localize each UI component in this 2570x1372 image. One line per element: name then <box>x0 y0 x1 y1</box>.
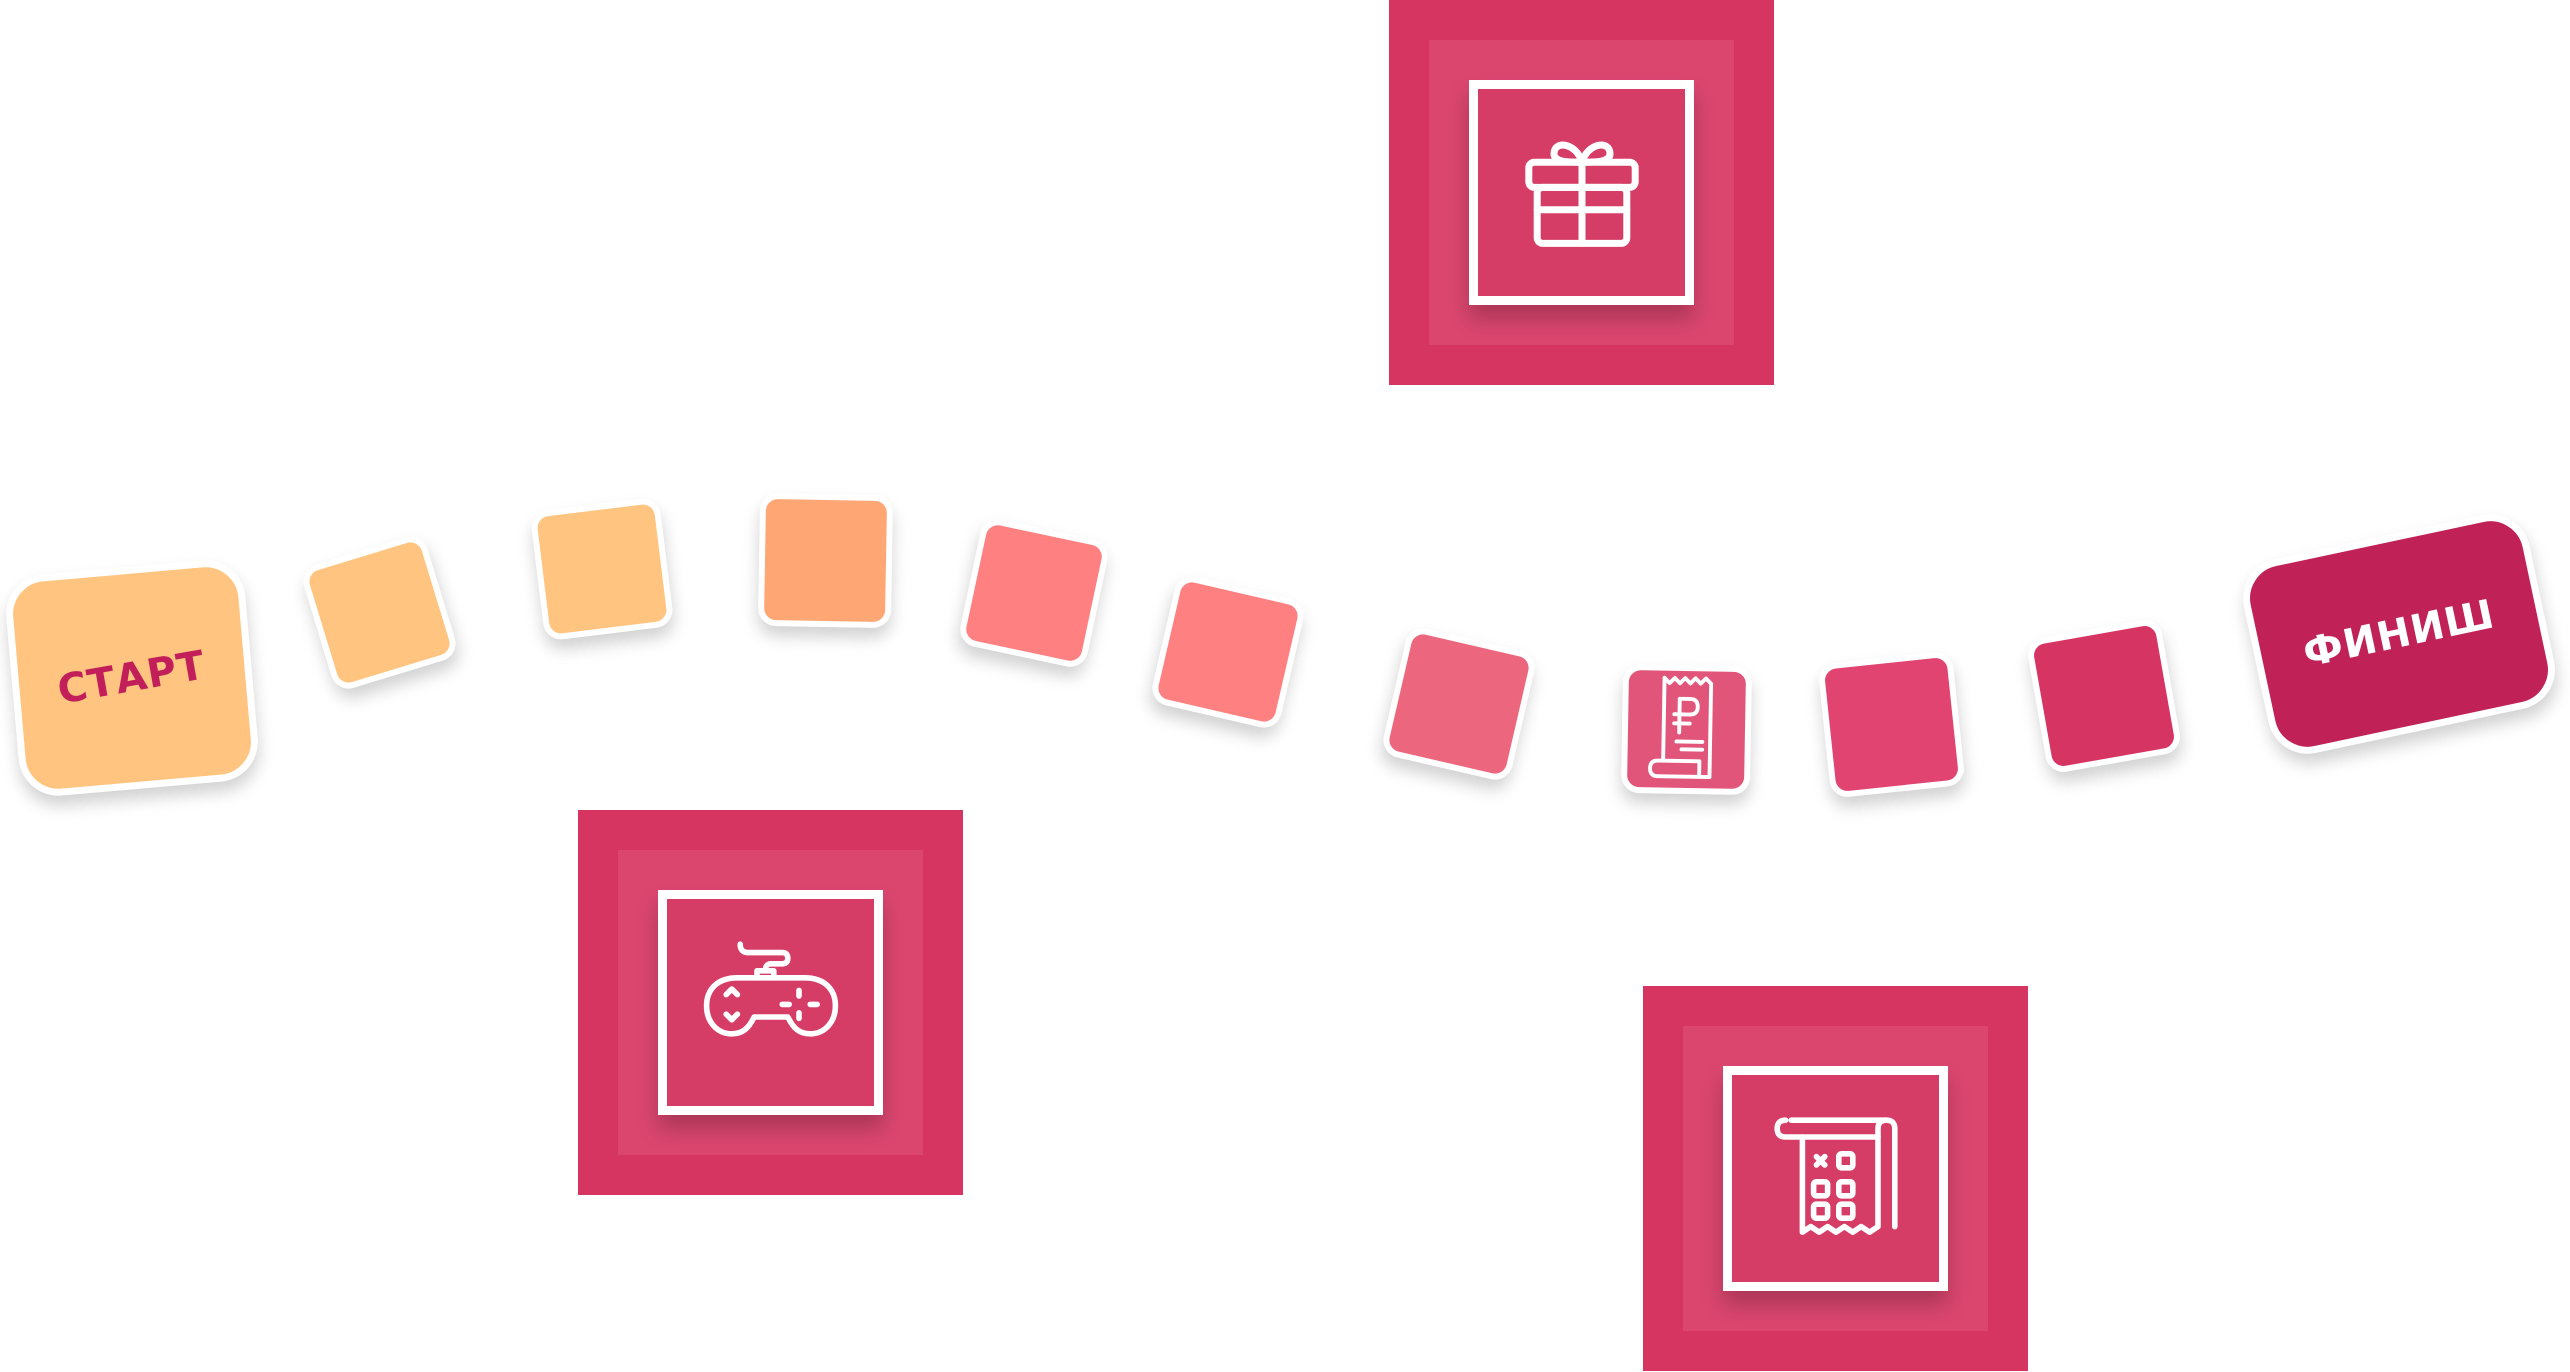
card-mid-frame <box>1683 1026 1988 1331</box>
gamepad-icon <box>703 940 838 1037</box>
gift-card[interactable] <box>1389 0 1774 385</box>
path-tile-6[interactable] <box>1379 624 1539 784</box>
start-label: СТАРТ <box>54 642 210 714</box>
calculator-receipt-icon <box>1773 1116 1898 1235</box>
card-inner-frame <box>1469 80 1694 305</box>
path-tile-8[interactable] <box>1817 650 1966 799</box>
finish-tile[interactable]: ФИНИШ <box>2235 506 2563 762</box>
path-tile-7[interactable] <box>1620 663 1753 796</box>
path-tile-4[interactable] <box>956 515 1112 671</box>
card-mid-frame <box>1429 40 1734 345</box>
start-tile[interactable]: СТАРТ <box>2 556 262 800</box>
gift-icon <box>1524 141 1639 247</box>
card-inner-frame <box>1723 1066 1948 1291</box>
calculator-receipt-card[interactable] <box>1643 986 2028 1371</box>
card-mid-frame <box>618 850 923 1155</box>
ruble-receipt-icon <box>1647 675 1713 779</box>
card-inner-frame <box>658 890 883 1115</box>
finish-label: ФИНИШ <box>2299 591 2499 677</box>
path-tile-3[interactable] <box>757 492 894 629</box>
path-tile-9[interactable] <box>2025 617 2183 775</box>
path-tile-5[interactable] <box>1148 572 1308 732</box>
gamepad-card[interactable] <box>578 810 963 1195</box>
path-tile-1[interactable] <box>298 531 461 694</box>
path-tile-2[interactable] <box>529 496 675 642</box>
